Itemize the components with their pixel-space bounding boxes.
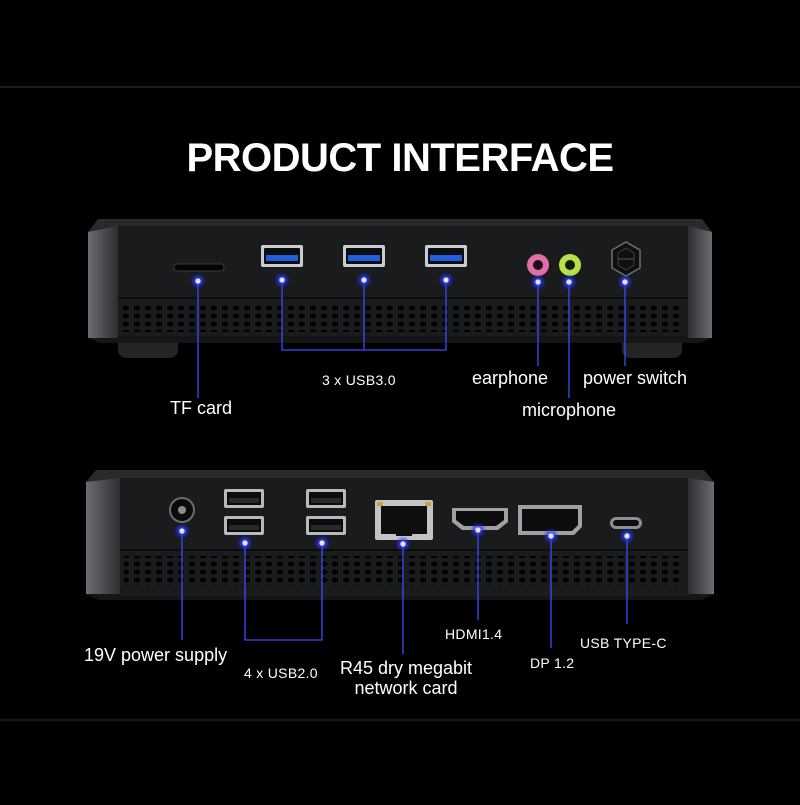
- label-hdmi: HDMI1.4: [445, 626, 503, 642]
- usb3-port-1: [261, 245, 303, 267]
- microphone-jack: [559, 254, 581, 276]
- front-bevel-left: [88, 226, 118, 338]
- rear-callout-lines: [181, 530, 628, 654]
- rj45-port: [375, 500, 433, 540]
- label-microphone: microphone: [522, 400, 617, 420]
- label-network-line1: R45 dry megabit: [339, 658, 473, 678]
- hdmi-port: [452, 508, 508, 530]
- tf-card-slot: [173, 263, 225, 272]
- rear-vents: [124, 556, 684, 586]
- label-network-line2: network card: [354, 677, 458, 698]
- dc-power-jack: [169, 497, 195, 523]
- label-power-switch: power switch: [583, 368, 688, 388]
- rear-bevel-right: [688, 478, 714, 594]
- usb2-port-stack-1: [224, 489, 264, 535]
- rear-device: [86, 470, 714, 654]
- front-bevel-right: [688, 226, 712, 338]
- page-title: PRODUCT INTERFACE: [186, 136, 614, 180]
- front-callout-dots: [190, 272, 633, 290]
- rear-callout-dots: [174, 522, 635, 552]
- label-network: R45 dry megabit network card: [336, 658, 476, 699]
- label-dp: DP 1.2: [530, 655, 575, 671]
- front-callout-lines: [197, 280, 626, 398]
- label-usb2: 4 x USB2.0: [244, 665, 318, 681]
- usb3-port-2: [343, 245, 385, 267]
- usb-c-port: [610, 517, 642, 529]
- displayport-port: [518, 505, 582, 535]
- label-power-supply: 19V power supply: [84, 645, 228, 665]
- usb2-port-stack-2: [306, 489, 346, 535]
- earphone-jack: [527, 254, 549, 276]
- label-earphone: earphone: [472, 368, 549, 388]
- rear-bevel-left: [86, 478, 120, 594]
- label-tf-card: TF card: [170, 398, 233, 418]
- power-switch-button: [611, 241, 641, 277]
- label-usb-c: USB TYPE-C: [580, 635, 667, 651]
- usb3-port-3: [425, 245, 467, 267]
- front-device: [88, 219, 712, 398]
- label-usb3: 3 x USB3.0: [322, 372, 396, 388]
- front-vents: [120, 304, 682, 332]
